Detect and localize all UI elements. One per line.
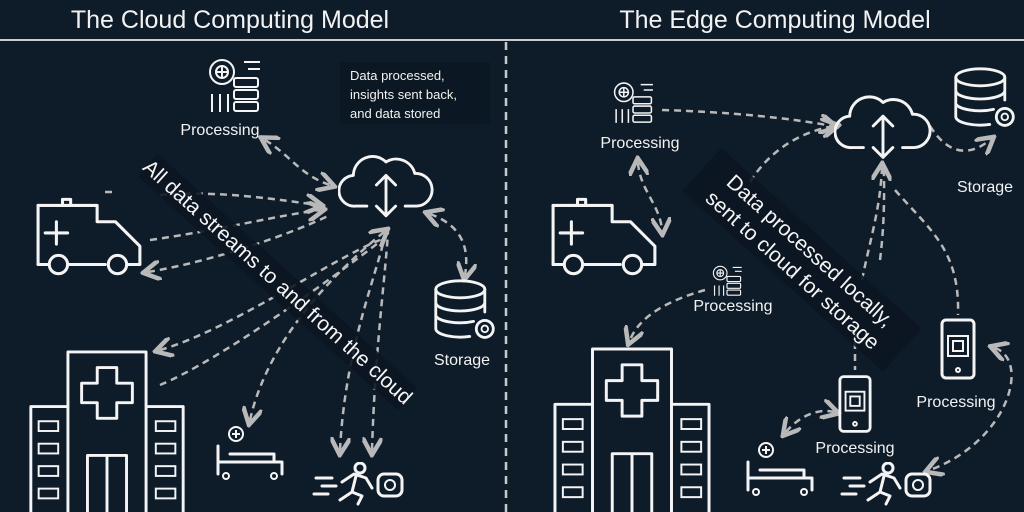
title-divider	[0, 39, 1024, 41]
note-line-3: and data stored	[350, 106, 440, 121]
cloud-banner: All data streams to and from the cloud	[137, 153, 418, 411]
mobile-device-icon-right	[940, 318, 976, 380]
edge-banner: Data processed locally, sent to cloud fo…	[682, 147, 922, 372]
edge-model-arrows	[630, 108, 1013, 470]
ambulance-icon	[36, 197, 142, 276]
note-line-2: insights sent back,	[350, 87, 457, 102]
runner-wearable-icon	[312, 462, 404, 506]
storage-label: Storage	[434, 352, 490, 369]
processing-server-icon	[209, 59, 261, 113]
storage-label-edge: Storage	[957, 179, 1013, 196]
processing-label: Processing	[180, 122, 259, 139]
storage-database-icon	[434, 279, 495, 339]
cloud-banner-text: All data streams to and from the cloud	[138, 156, 416, 410]
patient-bed-icon-edge	[746, 441, 814, 496]
note-box	[340, 62, 490, 124]
storage-database-icon-edge	[954, 67, 1015, 127]
hospital-icon	[29, 350, 185, 512]
processing-label-middle: Processing	[815, 440, 894, 457]
cloud-upload-download-icon	[338, 154, 434, 218]
runner-wearable-icon-edge	[840, 462, 932, 506]
cloud-model-title: The Cloud Computing Model	[70, 6, 390, 34]
processing-server-icon-top	[613, 82, 654, 124]
hospital-icon-edge	[553, 347, 711, 512]
note-line-1: Data processed,	[350, 68, 445, 83]
mobile-device-icon-middle	[838, 375, 872, 433]
edge-model-title: The Edge Computing Model	[619, 6, 931, 34]
processing-server-icon-ambulance	[712, 265, 743, 297]
patient-bed-icon	[216, 425, 284, 480]
processing-label-ambulance: Processing	[693, 298, 772, 315]
ambulance-icon-edge	[551, 197, 657, 276]
processing-label-top: Processing	[600, 135, 679, 152]
processing-label-right: Processing	[916, 394, 995, 411]
cloud-upload-download-icon-edge	[834, 95, 932, 159]
